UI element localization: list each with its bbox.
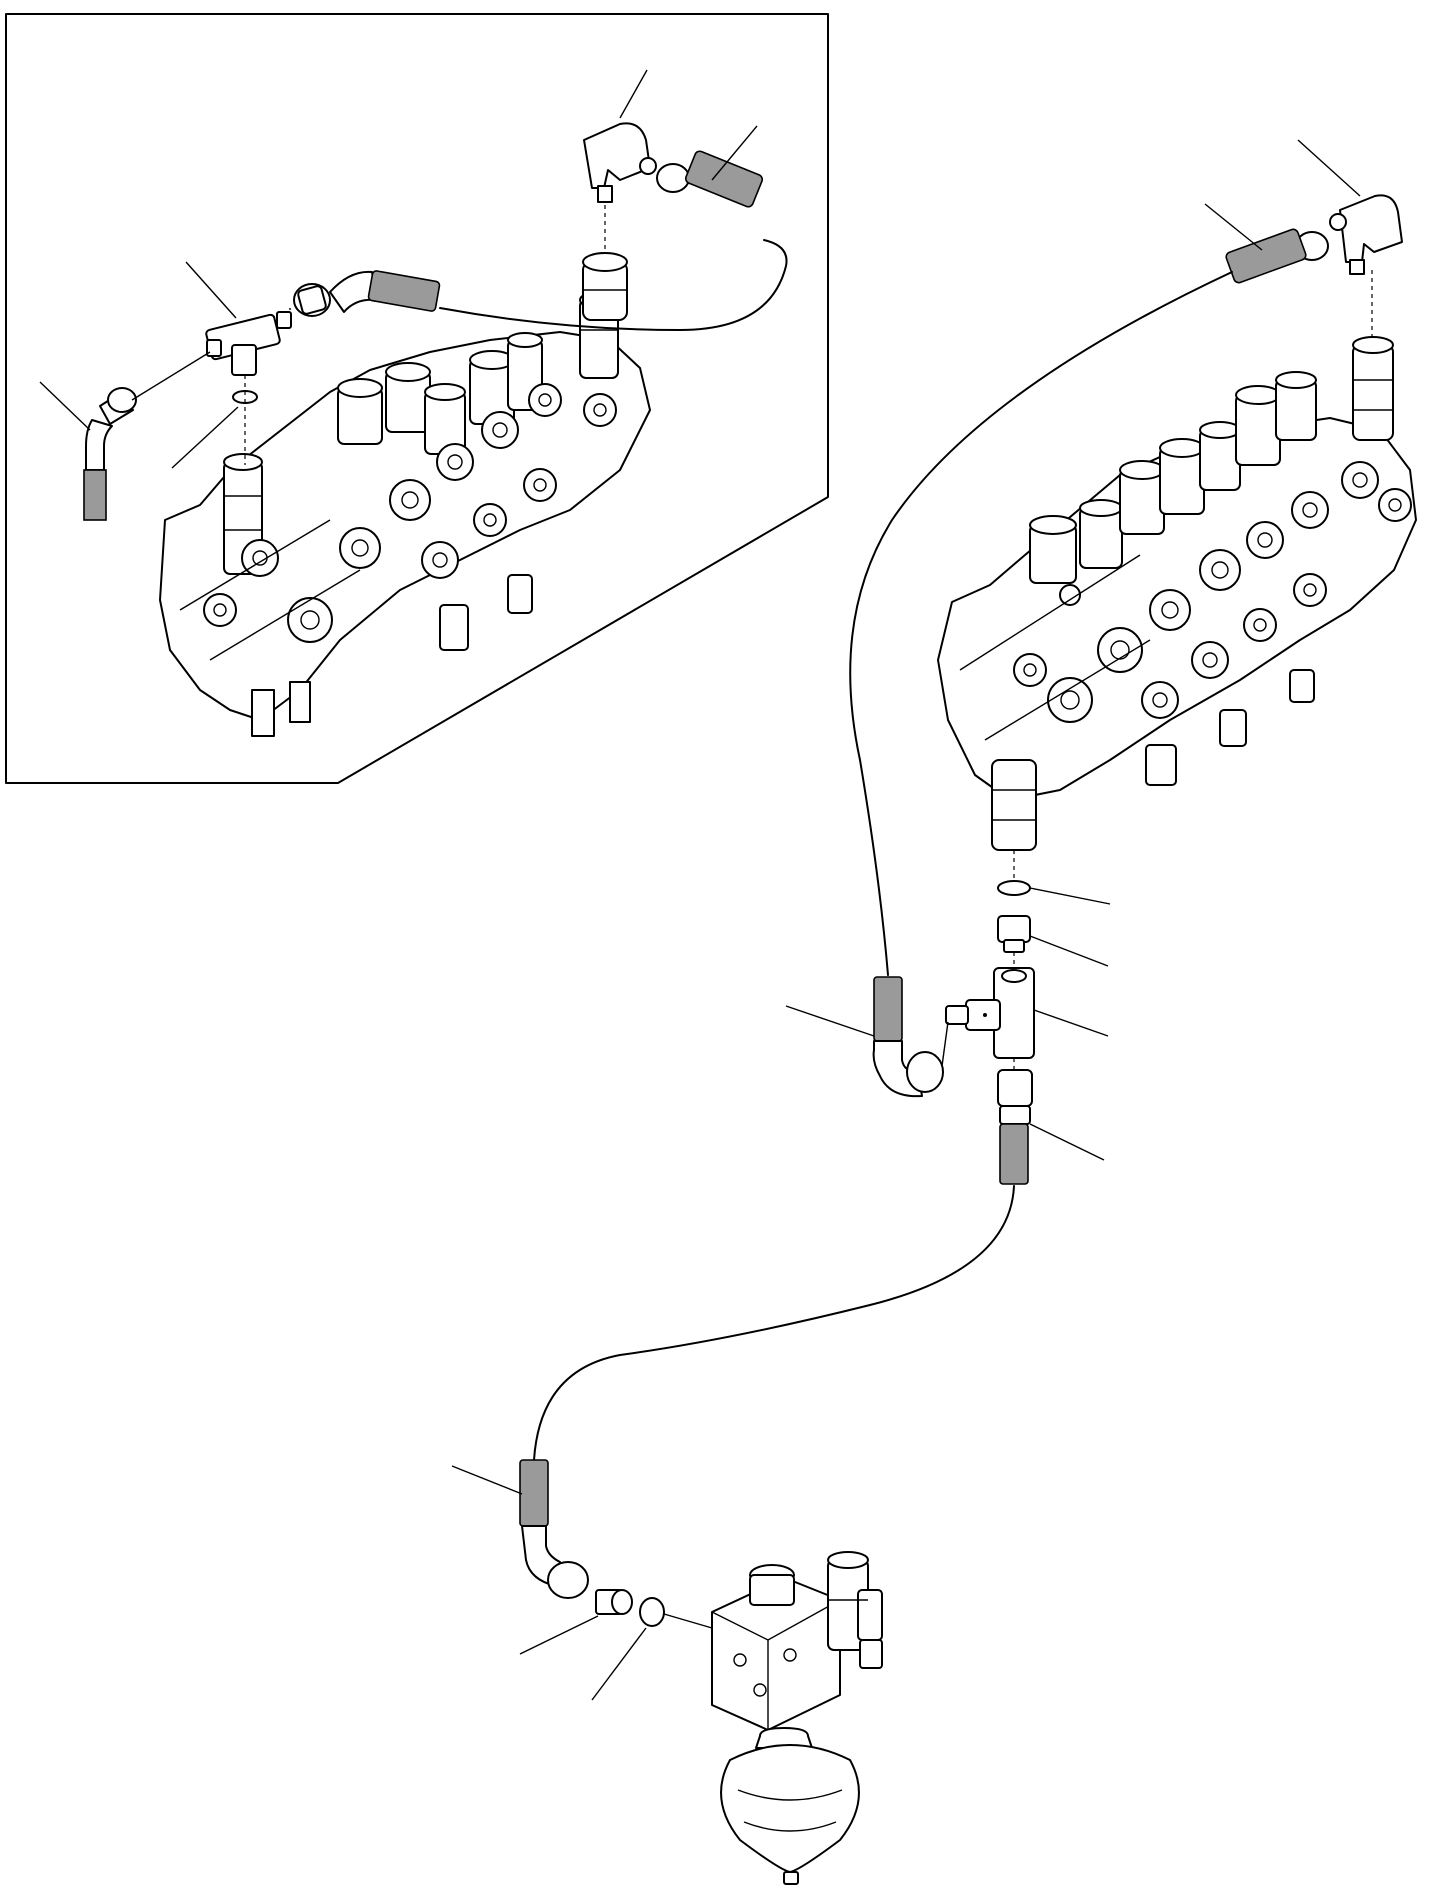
main-side-elbow	[872, 976, 949, 1098]
main-accumulator-valve-block	[711, 1551, 883, 1731]
main-adapter-nut	[997, 915, 1031, 953]
inset-top-elbow	[583, 122, 764, 265]
main-lower-swivel	[997, 1069, 1033, 1185]
main-lower-hose	[533, 1185, 1015, 1461]
main-view	[451, 139, 1417, 1885]
inset-tee-fitting	[205, 311, 292, 376]
main-upper-hose	[849, 271, 1233, 976]
main-valve-block	[937, 336, 1417, 880]
main-accumulator	[720, 1727, 860, 1885]
main-top-elbow	[1225, 194, 1403, 342]
main-o-ring-upper	[997, 880, 1031, 896]
main-bottom-elbow	[519, 1459, 713, 1629]
inset-view	[5, 13, 829, 784]
inset-swivel-elbow	[289, 270, 441, 317]
inset-frame	[5, 13, 829, 784]
inset-hose-line	[439, 239, 788, 331]
inset-valve-block	[159, 291, 651, 737]
inset-elbow-adapter	[83, 351, 211, 521]
main-tee-fitting	[945, 967, 1035, 1059]
